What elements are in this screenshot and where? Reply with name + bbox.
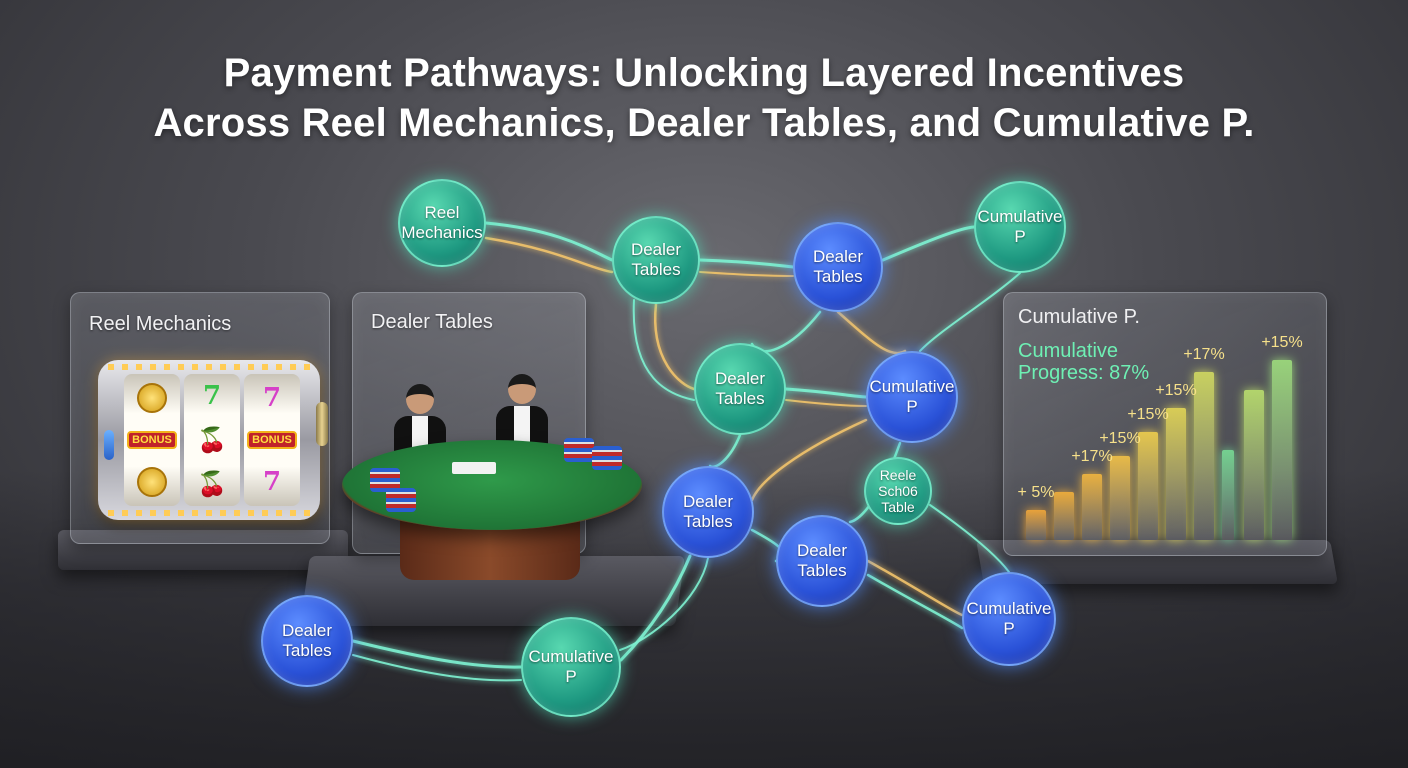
chart-bar	[1026, 510, 1046, 540]
pathway-node-label: Cumulative P	[977, 207, 1063, 246]
pathway-link-5	[881, 225, 976, 262]
page-title: Payment Pathways: Unlocking Layered Ince…	[0, 48, 1408, 148]
reel-panel-base	[58, 530, 348, 570]
slot-side-light-icon	[104, 430, 114, 460]
pathway-node-10: Cumulative P	[962, 572, 1056, 666]
chart-bar-label: +15%	[1261, 334, 1303, 351]
chip-stack-icon	[386, 488, 416, 512]
pathway-link-20	[351, 639, 523, 669]
slot-lights-bottom	[108, 510, 310, 516]
chip-stack-icon	[592, 446, 622, 470]
pathway-node-label: Cumulative P	[966, 599, 1052, 638]
pathway-link-17	[866, 559, 964, 617]
pathway-link-18	[866, 573, 964, 630]
chart-bar-label: +17%	[1071, 448, 1113, 465]
pathway-link-1	[484, 221, 614, 262]
chart-bar	[1110, 456, 1130, 540]
pathway-link-2	[484, 236, 614, 274]
chart-bar	[1194, 372, 1214, 540]
chart-bar	[1138, 432, 1158, 540]
pathway-link-13	[708, 433, 742, 469]
chart-bar	[1166, 408, 1186, 540]
chip-stack-icon	[564, 438, 594, 462]
card-icon	[452, 462, 496, 474]
slot-reel-2: 7 🍒 🍒	[184, 374, 240, 506]
pathway-link-4	[699, 271, 794, 277]
chart-bar	[1244, 390, 1264, 540]
chart-bar	[1222, 450, 1234, 540]
pathway-link-22	[619, 554, 692, 662]
seven-icon: 7	[262, 467, 282, 497]
pathway-node-6: Cumulative P	[866, 351, 958, 443]
bonus-symbol: BONUS	[127, 431, 177, 449]
slot-reel-1: BONUS	[124, 374, 180, 506]
title-line-2: Across Reel Mechanics, Dealer Tables, an…	[153, 101, 1255, 145]
slot-machine: BONUS 7 🍒 🍒 7 BONUS 7	[98, 360, 320, 520]
pathway-link-14	[750, 418, 868, 502]
seven-icon: 7	[262, 383, 282, 413]
pathway-node-label: Cumulative P	[869, 377, 955, 416]
pathway-link-9	[785, 399, 867, 407]
chart-bar-label: + 5%	[1017, 484, 1055, 501]
reel-panel-label: Reel Mechanics	[89, 313, 232, 335]
title-line-1: Payment Pathways: Unlocking Layered Ince…	[223, 51, 1185, 95]
pathway-link-7	[632, 299, 695, 401]
coin-icon	[137, 383, 167, 413]
chart-bar	[1272, 360, 1292, 540]
cherry-icon: 🍒	[197, 426, 227, 454]
chart-panel-label: Cumulative P.	[1018, 306, 1140, 328]
chart-bar	[1054, 492, 1074, 540]
pathway-link-19	[929, 504, 1010, 573]
chart-bar-label: +15%	[1127, 406, 1169, 423]
cumulative-progress-label: Cumulative Progress: 87%	[1018, 340, 1150, 384]
slot-lever-icon	[316, 402, 328, 446]
pathway-link-8	[784, 387, 868, 399]
seven-icon: 7	[202, 381, 222, 412]
pathway-link-12	[919, 272, 1021, 352]
pathway-link-23	[619, 557, 709, 651]
chart-bar-label: +17%	[1183, 346, 1225, 363]
chart-bar-label: +15%	[1099, 430, 1141, 447]
pathway-link-10	[836, 310, 907, 355]
cherry-icon: 🍒	[197, 470, 227, 498]
pathway-node-4: Cumulative P	[974, 181, 1066, 273]
chart-bar-label: +15%	[1155, 382, 1197, 399]
pathway-link-11	[750, 310, 822, 353]
bonus-symbol: BONUS	[247, 431, 297, 449]
pathway-link-21	[352, 654, 522, 682]
pathway-link-3	[698, 258, 795, 269]
slot-lights-top	[108, 364, 310, 370]
pathway-link-6	[653, 302, 696, 391]
coin-icon	[137, 467, 167, 497]
dealer-panel-label: Dealer Tables	[371, 311, 493, 333]
slot-reel-3: 7 BONUS 7	[244, 374, 300, 506]
chart-bar	[1082, 474, 1102, 540]
